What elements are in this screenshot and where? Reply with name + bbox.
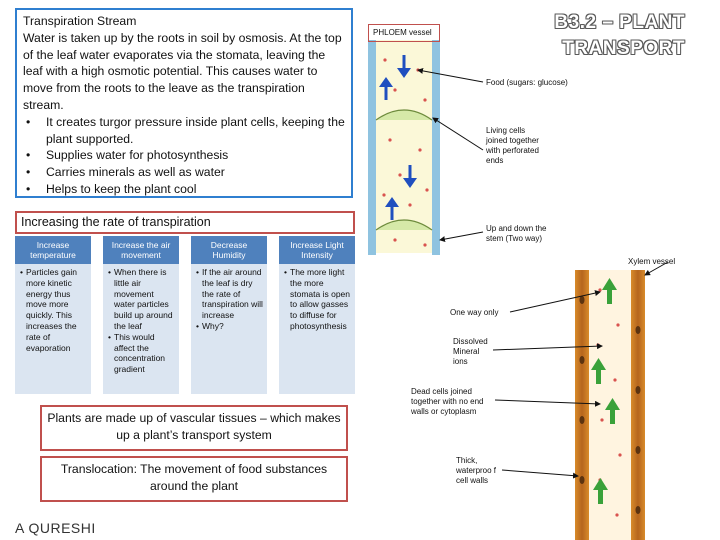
list-item: Helps to keep the plant cool <box>23 181 345 198</box>
list-item: Supplies water for photosynthesis <box>23 147 345 164</box>
phloem-vessel-label: PHLOEM vessel <box>368 24 440 42</box>
column-heading-air-movement: Increase the air movement <box>103 236 179 264</box>
column-body-temperature: Particles gain more kinetic energy thus … <box>15 264 91 394</box>
xylem-vessel-label: Xylem vessel <box>628 257 676 266</box>
list-item: Particles gain more kinetic energy thus … <box>20 267 87 353</box>
food-label: Food (sugars: glucose) <box>486 78 568 87</box>
phloem-vessel-drawing <box>368 40 440 255</box>
list-item: Why? <box>196 321 263 332</box>
list-item: If the air around the leaf is dry the ra… <box>196 267 263 321</box>
list-item: Carries minerals as well as water <box>23 164 345 181</box>
list-item: When there is little air movement water … <box>108 267 175 332</box>
living-cells-label: Living cells joined together with perfor… <box>486 126 539 165</box>
column-body-air-movement: When there is little air movement water … <box>103 264 179 394</box>
list-item: It creates turgor pressure inside plant … <box>23 114 345 148</box>
page-title: B3.2 – PLANT TRANSPORT <box>554 12 685 59</box>
xylem-vessel-drawing <box>575 270 645 540</box>
transpiration-bullets: It creates turgor pressure inside plant … <box>23 114 345 198</box>
translocation-box: Translocation: The movement of food subs… <box>40 456 348 502</box>
column-heading-humidity: Decrease Humidity <box>191 236 267 264</box>
one-way-label: One way only <box>450 308 499 317</box>
transpiration-stream-box: Transpiration Stream Water is taken up b… <box>15 8 353 198</box>
transpiration-title: Transpiration Stream <box>23 14 137 28</box>
author-name: A QURESHI <box>15 520 96 536</box>
up-down-label: Up and down the stem (Two way) <box>486 224 547 243</box>
list-item: This would affect the concentration grad… <box>108 332 175 375</box>
column-heading-temperature: Increase temperature <box>15 236 91 264</box>
rate-title: Increasing the rate of transpiration <box>15 211 355 234</box>
vascular-tissue-box: Plants are made up of vascular tissues –… <box>40 405 348 451</box>
column-body-light: The more light the more stomata is open … <box>279 264 355 394</box>
transpiration-text: Water is taken up by the roots in soil b… <box>23 30 342 112</box>
column-heading-light: Increase Light Intensity <box>279 236 355 264</box>
list-item: The more light the more stomata is open … <box>284 267 351 332</box>
dissolved-ions-label: Dissolved Mineral ions <box>453 337 488 366</box>
column-body-humidity: If the air around the leaf is dry the ra… <box>191 264 267 394</box>
dead-cells-label: Dead cells joined together with no end w… <box>411 387 484 416</box>
cell-walls-label: Thick, waterproo f cell walls <box>456 456 497 485</box>
